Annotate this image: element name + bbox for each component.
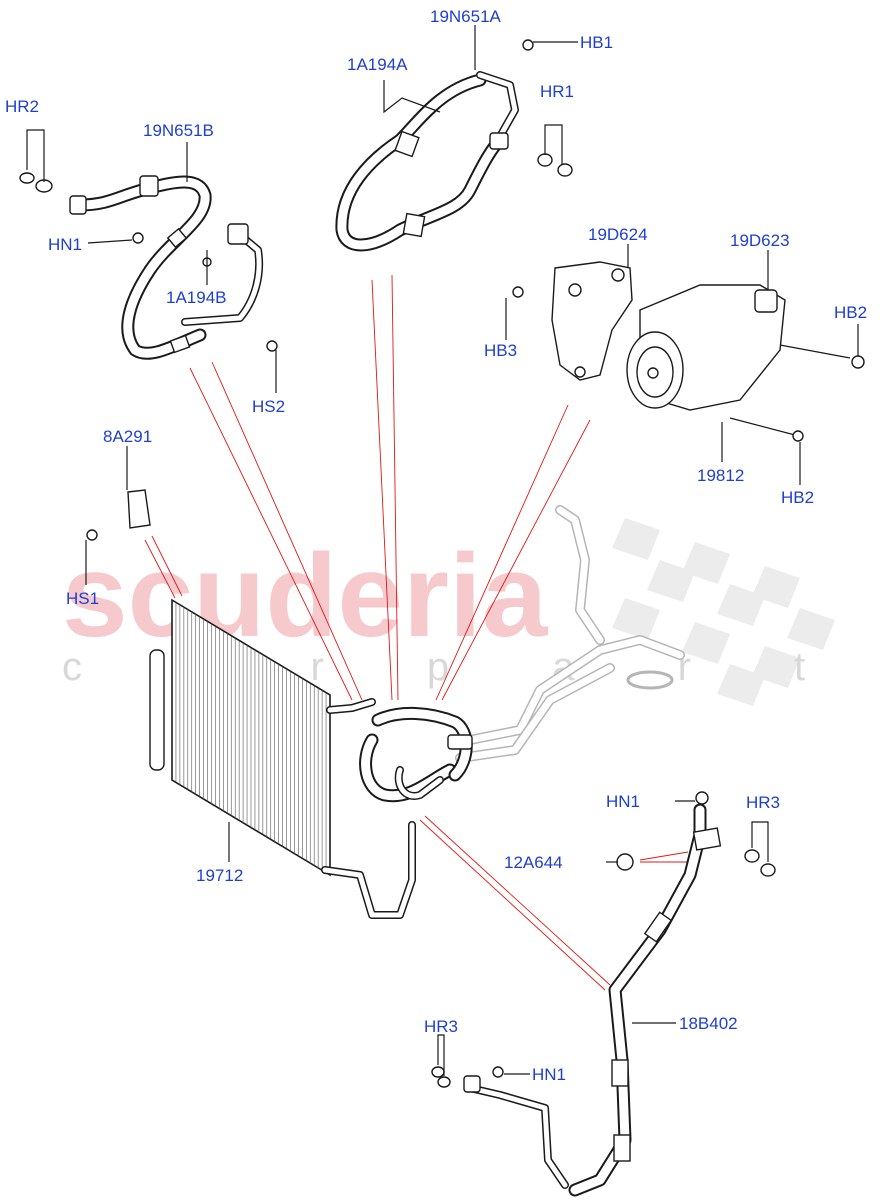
label-hb1: HB1 [580, 33, 613, 52]
label-hn1-top: HN1 [48, 235, 82, 254]
ac-module-center [359, 707, 473, 803]
part-labels: HR2 19N651B HN1 1A194B HS2 1A194A 19N651… [5, 7, 867, 1084]
label-19n651b: 19N651B [143, 121, 214, 140]
label-1a194b: 1A194B [166, 288, 227, 307]
reference-lines [144, 274, 689, 991]
label-8a291: 8A291 [103, 427, 152, 446]
label-hn1-mid: HN1 [606, 792, 640, 811]
leader-lines [26, 25, 859, 1076]
label-hb2-top: HB2 [834, 303, 867, 322]
label-19d624: 19D624 [588, 225, 648, 244]
label-12a644: 12A644 [504, 853, 563, 872]
bracket-19d624 [512, 261, 633, 381]
label-19n651a: 19N651A [430, 7, 502, 26]
label-hr3-right: HR3 [746, 793, 780, 812]
label-hs1: HS1 [66, 589, 99, 608]
ghost-pipework [455, 505, 685, 763]
label-hr2: HR2 [5, 97, 39, 116]
fittings-upper-left [19, 172, 278, 352]
mount-8a291 [86, 489, 151, 541]
condenser-19712 [149, 598, 416, 919]
watermark-main: scuderia [62, 530, 549, 662]
pipe-18b402 [431, 791, 776, 1197]
label-hn1-bottom: HN1 [532, 1065, 566, 1084]
compressor-19d623 [626, 284, 865, 442]
checker-flag-watermark [612, 518, 835, 706]
label-hs2: HS2 [252, 397, 285, 416]
label-hb3: HB3 [484, 341, 517, 360]
label-19712: 19712 [196, 866, 243, 885]
label-hr3-bottom: HR3 [424, 1017, 458, 1036]
hose-19n651b [69, 175, 264, 360]
label-18b402: 18B402 [679, 1014, 738, 1033]
label-19812: 19812 [697, 466, 744, 485]
label-hb2-bottom: HB2 [781, 488, 814, 507]
label-19d623: 19D623 [730, 231, 790, 250]
label-1a194a: 1A194A [347, 55, 408, 74]
label-hr1: HR1 [540, 82, 574, 101]
condenser-fins [175, 602, 327, 873]
hose-19n651a [335, 39, 573, 252]
